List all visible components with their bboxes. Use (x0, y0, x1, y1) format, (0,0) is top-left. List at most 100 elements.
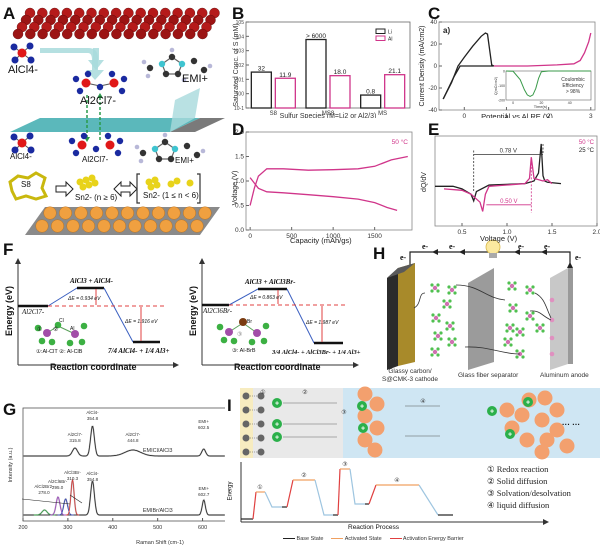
solvent-molecule (534, 444, 550, 460)
al-atom (111, 28, 122, 40)
y-tick-label: 0 (434, 64, 438, 70)
step-marker: ④ (420, 398, 425, 405)
solvent-molecule (559, 438, 575, 454)
ion-ligand (509, 343, 513, 347)
component-peak (49, 496, 67, 516)
inset-y-tick-label: -100 (498, 84, 505, 88)
current-density-line (442, 32, 495, 100)
ion-ligand (453, 291, 457, 295)
ion-ligand (515, 349, 519, 353)
y-tick-label: 10-1 (234, 106, 244, 112)
ion-ligand (525, 291, 529, 295)
x-tick-label: 500 (153, 525, 162, 531)
ion-ligand (515, 327, 519, 331)
ion-ligand (430, 353, 434, 357)
peak-position-label: 310.3 (67, 476, 79, 481)
bar-li (360, 94, 382, 109)
polysulfide-long-label: Sn2- (n ≥ 6) (75, 193, 118, 202)
ion-ligand (531, 285, 535, 289)
electrode-ion (257, 448, 265, 456)
ion-center (447, 323, 453, 329)
spectrum-emicl-raw (23, 425, 225, 457)
ion-ligand (453, 285, 457, 289)
al-atom (51, 219, 65, 233)
s8-ring-icon (8, 171, 49, 201)
x-tick-label: 1000 (326, 233, 341, 238)
x-tick-label: 300 (63, 525, 72, 531)
inset-y-tick-label: -200 (498, 99, 505, 103)
ion-ligand (531, 317, 535, 321)
arrow-right-icon (55, 180, 74, 198)
ion-center (432, 349, 438, 355)
ion-center (510, 305, 516, 311)
activation-barrier (368, 484, 377, 505)
ion-ligand (445, 327, 449, 331)
al-atom (182, 206, 196, 220)
anode-caption: Aluminum anode (540, 372, 589, 379)
x-axis-label-e: Voltage (V) (480, 234, 518, 243)
ion-ligand (513, 287, 517, 291)
temperature-label: 50 °C (392, 138, 409, 146)
ion-ligand (509, 337, 513, 341)
barrier-label: ΔE = 0.863 eV (250, 295, 283, 301)
ion-center (432, 285, 438, 291)
al-atom (97, 219, 111, 233)
ion-ligand (431, 319, 435, 323)
span-label: 0.78 V (500, 149, 517, 155)
ion-ligand (515, 333, 519, 337)
electrolyte-ions (430, 281, 545, 359)
solvent-molecule (499, 402, 515, 418)
al-atom (86, 28, 98, 40)
ion-ligand (521, 327, 525, 331)
ion-ligand (521, 355, 525, 359)
cathode-plate (387, 263, 415, 370)
bond-marker: ③ (237, 332, 243, 338)
ion-flow-arrow (534, 292, 552, 319)
panel-label-h: H (373, 244, 386, 263)
electrode-surface (170, 118, 225, 132)
ion-ligand (430, 283, 434, 287)
aluminum-electrode-bottom (35, 206, 212, 233)
y-axis-label: Energy (eV) (4, 285, 15, 337)
ion-ligand (521, 349, 525, 353)
peak-position-label: 602.5 (198, 425, 210, 430)
coulombic-efficiency-label: Coulombic (561, 77, 585, 83)
electrode-ion (242, 434, 250, 442)
y-tick-label: 101 (236, 77, 245, 83)
solvent-molecule (514, 407, 530, 423)
bond-marker: ① (37, 327, 43, 333)
ion-ligand (515, 355, 519, 359)
reaction-energy-label: ΔE = 1.987 eV (306, 320, 339, 326)
charge-curve (505, 70, 591, 97)
ion-ligand (531, 311, 535, 315)
x-tick-label: 0 (462, 113, 466, 118)
alcl4-molecule-icon (10, 42, 35, 64)
ion-ligand (442, 305, 446, 309)
emi-molecule-icon (141, 47, 213, 83)
y-tick-label: -20 (428, 86, 437, 92)
electrode-ion (242, 406, 250, 414)
y-tick-label: 0.0 (235, 227, 244, 234)
al2cl6br-structure-icon (216, 318, 270, 346)
al-atom (190, 219, 204, 233)
bar-value-label: 18.0 (334, 69, 347, 76)
bar-al (274, 77, 296, 109)
ion-ligand (511, 329, 515, 333)
ion-center (449, 287, 455, 293)
al-atom (135, 28, 147, 40)
legend-base-state: Base State (283, 536, 323, 542)
electron-label: e- (400, 253, 407, 262)
atom-label: Al (70, 326, 75, 332)
cathode-caption-line1: Glassy carbon/ (388, 368, 432, 375)
ion-ligand (447, 337, 451, 341)
activation-barrier (337, 468, 341, 516)
solvent-molecule (357, 386, 373, 402)
ion-ligand (433, 337, 437, 341)
ion-ligand (531, 291, 535, 295)
cation-icon (505, 429, 515, 439)
ion-center (505, 339, 511, 345)
al-atom (37, 28, 48, 40)
y-tick-label: 1.0 (235, 178, 244, 185)
